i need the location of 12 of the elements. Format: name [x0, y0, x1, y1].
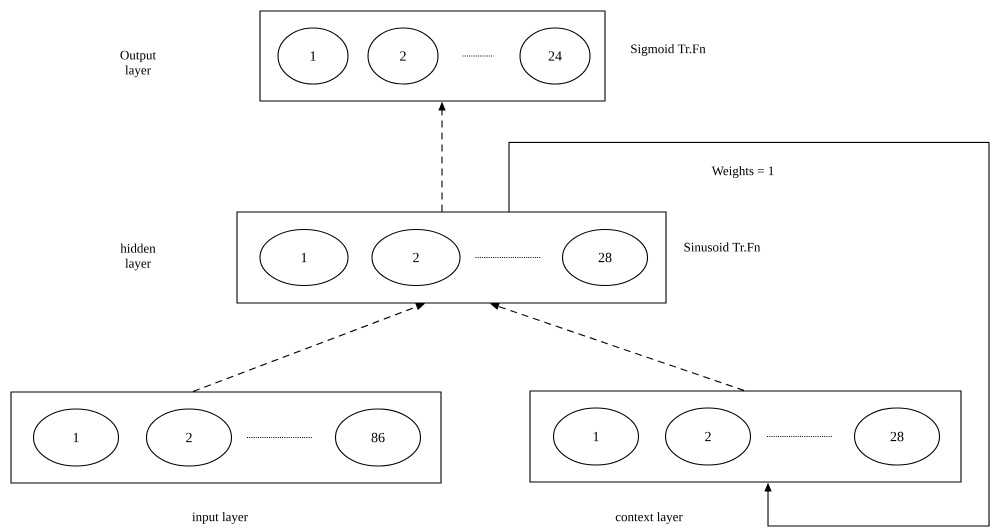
layer-caption: context layer: [616, 512, 683, 524]
layer-caption: Sinusoid Tr.Fn: [684, 242, 760, 252]
layer-caption: input layer: [192, 512, 248, 524]
layer-label: Output layer: [120, 50, 156, 78]
layer-box: [529, 390, 962, 483]
layer-box: [236, 211, 667, 304]
layer-box: [10, 391, 442, 484]
layer-caption: Sigmoid Tr.Fn: [631, 44, 706, 56]
layer-label: hidden layer: [120, 244, 156, 270]
arrow: [508, 142, 990, 527]
layer-box: [259, 10, 606, 102]
edge-label: Weights = 1: [710, 164, 776, 180]
